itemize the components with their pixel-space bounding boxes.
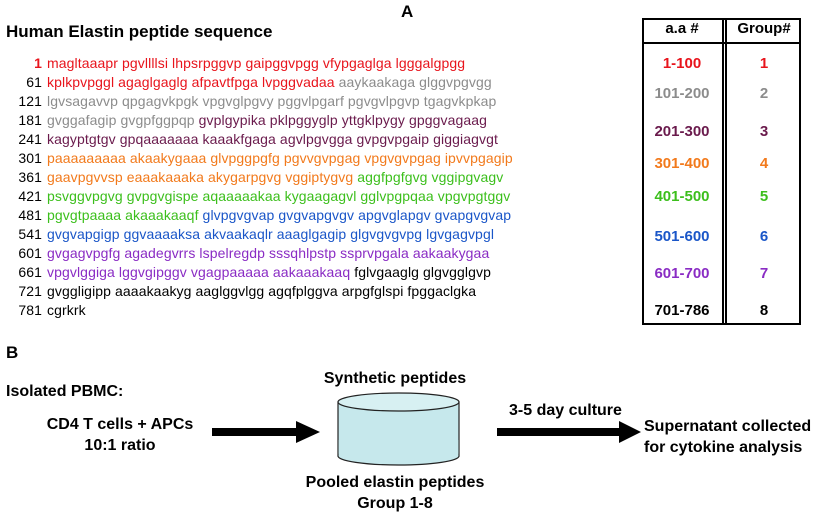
- cells-label-line2: 10:1 ratio: [84, 437, 156, 454]
- arrow-to-dish: [212, 421, 320, 443]
- table-header-group: Group#: [737, 20, 791, 37]
- sequence-segment-group-8: gvggligipp aaaakaakyg aaglggvlgg agqfplg…: [47, 283, 477, 299]
- sequence-line: 481 pgvgtpaaaa akaaakaaqf glvpgvgvap gvgv…: [14, 207, 511, 223]
- table-aa-range: 101-200: [654, 85, 710, 102]
- sequence-segment-group-6: gvgvapgigp ggvaaaaksa akvaakaqlr aaaglga…: [47, 226, 495, 242]
- pooled-label-line2: Group 1-8: [357, 495, 433, 512]
- sequence-segment-group-4: gaavpgvvsp eaaakaaaka akygarpgvg vggipty…: [47, 169, 354, 185]
- sequence-segment-group-3: kagyptgtgv gpqaaaaaaa kaaakfgaga agvlpgv…: [47, 131, 498, 147]
- sequence-line: 421 psvggvpgvg gvpgvgispe aqaaaaakaa kyga…: [14, 188, 510, 204]
- result-label-line1: Supernatant collected: [644, 418, 812, 435]
- table-aa-range: 1-100: [662, 55, 702, 72]
- sequence-segment-group-1: kplkpvpggl agaglgaglg afpavtfpga lvpggva…: [47, 74, 335, 90]
- table-aa-range: 301-400: [654, 155, 710, 172]
- sequence-segment-group-5: psvggvpgvg gvpgvgispe aqaaaaakaa kygaaga…: [47, 188, 511, 204]
- sequence-line: 241 kagyptgtgv gpqaaaaaaa kaaakfgaga agvl…: [14, 131, 498, 147]
- sequence-position-number: 181: [18, 112, 42, 128]
- sequence-line: 61 kplkpvpggl agaglgaglg afpavtfpga lvpgg…: [14, 74, 492, 90]
- sequence-segment-group-2: gvggafagip gvgpfggpqp: [47, 112, 195, 128]
- sequence-segment-group-7: vpgvlggiga lggvgipggv vgagpaaaaa aakaaak…: [47, 264, 351, 280]
- table-group-number: 8: [759, 302, 769, 319]
- table-group-number: 1: [759, 55, 769, 72]
- panel-b-label: B: [6, 343, 19, 362]
- arrow-to-supernatant: [497, 421, 641, 443]
- table-group-number: 7: [759, 265, 769, 282]
- pooled-label-line1: Pooled elastin peptides: [305, 474, 485, 491]
- sequence-segment-group-5: aggfpgfgvg vggipgvagv: [353, 169, 504, 185]
- sequence-position-number: 421: [18, 188, 42, 204]
- sequence-segment-group-5: pgvgtpaaaa akaaakaaqf: [47, 207, 199, 223]
- sequence-line: 181 gvggafagip gvgpfggpqp gvplgypika pklp…: [14, 112, 487, 128]
- sequence-line: 1 magltaaapr pgvllllsi lhpsrpggvp gaipggv…: [14, 55, 465, 71]
- table-header-rule: [642, 42, 801, 44]
- table-aa-range: 201-300: [654, 123, 710, 140]
- sequence-segment-group-4: paaaaaaaaa akaakygaaa glvpggpgfg pgvvgvp…: [47, 150, 513, 166]
- sequence-line: 601 gvgagvpgfg agadegvrrs lspelregdp sssq…: [14, 245, 489, 261]
- table-aa-range: 701-786: [654, 302, 710, 319]
- sequence-segment-group-8: cgrkrk: [47, 302, 86, 318]
- sequence-line: 301 paaaaaaaaa akaakygaaa glvpggpgfg pgvv…: [14, 150, 513, 166]
- group-table: [642, 18, 801, 325]
- sequence-position-number: 541: [18, 226, 42, 242]
- panel-a-label: A: [401, 2, 414, 21]
- sequence-position-number: 121: [18, 93, 42, 109]
- sequence-position-number: 661: [18, 264, 42, 280]
- sequence-line: 121 lgvsagavvp qpgagvkpgk vpgvglpgvy pggv…: [14, 93, 496, 109]
- table-aa-range: 601-700: [654, 265, 710, 282]
- sequence-title: Human Elastin peptide sequence: [6, 22, 273, 41]
- table-group-number: 4: [759, 155, 769, 172]
- sequence-position-number: 601: [18, 245, 42, 261]
- sequence-line: 781 cgrkrk: [14, 302, 86, 318]
- culture-label: 3-5 day culture: [509, 402, 622, 419]
- table-aa-range: 401-500: [654, 188, 710, 205]
- sequence-segment-group-6: glvpgvgvap gvgvapgvgv apgvglapgv gvapgvg…: [198, 207, 512, 223]
- isolated-pbmc-label: Isolated PBMC:: [6, 383, 124, 400]
- sequence-position-number: 781: [18, 302, 42, 318]
- table-aa-range: 501-600: [654, 228, 710, 245]
- table-header-aa: a.a #: [665, 20, 699, 37]
- synthetic-peptides-label: Synthetic peptides: [323, 370, 467, 387]
- cells-label-line1: CD4 T cells + APCs: [46, 416, 194, 433]
- peptide-dish-icon: [337, 392, 460, 466]
- sequence-line: 541 gvgvapgigp ggvaaaaksa akvaakaqlr aaag…: [14, 226, 494, 242]
- sequence-segment-group-2: aaykaakaga glggvpgvgg: [334, 74, 492, 90]
- sequence-position-number: 361: [18, 169, 42, 185]
- sequence-segment-group-1: magltaaapr pgvllllsi lhpsrpggvp gaipggvp…: [47, 55, 466, 71]
- table-group-number: 5: [759, 188, 769, 205]
- table-group-number: 6: [759, 228, 769, 245]
- sequence-segment-group-8: fglvgaaglg glgvgglgvp: [350, 264, 491, 280]
- table-column-divider: [722, 18, 727, 325]
- result-label-line2: for cytokine analysis: [644, 439, 803, 456]
- sequence-segment-group-7: gvgagvpgfg agadegvrrs lspelregdp sssqhlp…: [47, 245, 490, 261]
- sequence-line: 721 gvggligipp aaaakaakyg aaglggvlgg agqf…: [14, 283, 476, 299]
- sequence-position-number: 301: [18, 150, 42, 166]
- sequence-segment-group-2: lgvsagavvp qpgagvkpgk vpgvglpgvy pggvlpg…: [47, 93, 497, 109]
- table-group-number: 2: [759, 85, 769, 102]
- sequence-position-number: 61: [26, 74, 42, 90]
- sequence-position-number: 1: [34, 55, 42, 71]
- sequence-position-number: 241: [18, 131, 42, 147]
- sequence-line: 361 gaavpgvvsp eaaakaaaka akygarpgvg vggi…: [14, 169, 503, 185]
- sequence-position-number: 481: [18, 207, 42, 223]
- table-group-number: 3: [759, 123, 769, 140]
- sequence-position-number: 721: [18, 283, 42, 299]
- sequence-segment-group-3: gvplgypika pklpggyglp yttgklpygy gpggvag…: [194, 112, 488, 128]
- sequence-line: 661 vpgvlggiga lggvgipggv vgagpaaaaa aaka…: [14, 264, 491, 280]
